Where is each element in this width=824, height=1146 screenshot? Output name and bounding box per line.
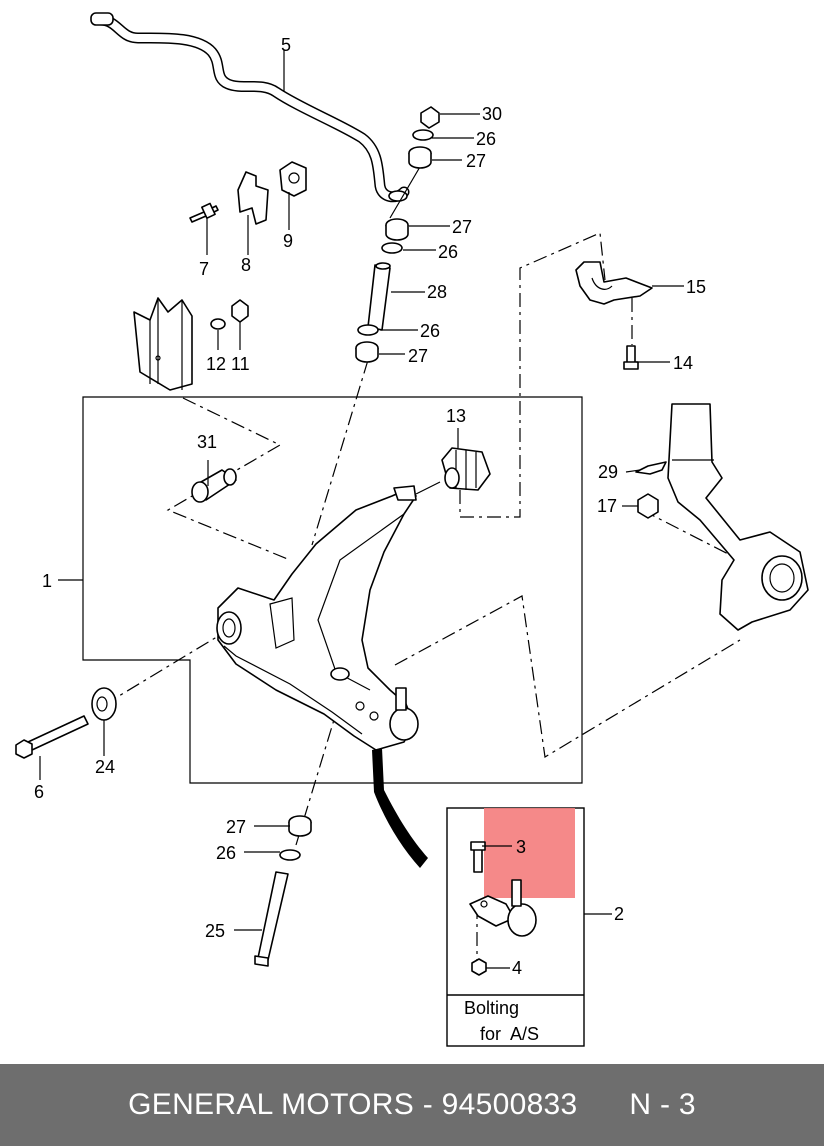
callout-11: 11 xyxy=(231,354,250,374)
callout-2: 2 xyxy=(614,904,624,924)
callout-31: 31 xyxy=(197,432,217,452)
leader-lines xyxy=(39,50,684,969)
highlight-region xyxy=(484,808,575,898)
callout-15: 15 xyxy=(686,277,706,297)
callout-26: 26 xyxy=(216,843,236,863)
link-stack xyxy=(355,106,440,363)
footer-brand: GENERAL MOTORS xyxy=(128,1088,415,1121)
callout-5: 5 xyxy=(281,35,291,55)
callout-27: 27 xyxy=(466,151,486,171)
callout-27: 27 xyxy=(452,217,472,237)
callout-6: 6 xyxy=(34,782,44,802)
callout-8: 8 xyxy=(241,255,251,275)
clamp-and-bolt xyxy=(575,261,653,370)
rear-bushing xyxy=(441,447,491,491)
callout-13: 13 xyxy=(446,406,466,426)
assembly-frame xyxy=(82,396,583,784)
footer-bar: GENERAL MOTORS - 94500833 N - 3 xyxy=(0,1064,824,1146)
callout-26: 26 xyxy=(438,242,458,262)
callout-25: 25 xyxy=(205,921,225,941)
steering-knuckle xyxy=(667,403,809,631)
callout-3: 3 xyxy=(516,837,526,857)
ball-joint-inset xyxy=(446,807,585,1047)
inset-note-line1: Bolting xyxy=(464,998,519,1018)
callout-27: 27 xyxy=(226,817,246,837)
callout-14: 14 xyxy=(673,353,693,373)
callout-24: 24 xyxy=(95,757,115,777)
callout-30: 30 xyxy=(482,104,502,124)
stabilizer-mount-parts xyxy=(189,161,307,225)
inset-note-line2: for A/S xyxy=(480,1024,539,1044)
callout-12: 12 xyxy=(206,354,226,374)
footer-text: GENERAL MOTORS - 94500833 N - 3 xyxy=(128,1088,696,1122)
lower-link-parts xyxy=(254,815,312,967)
alignment-lines xyxy=(103,232,741,960)
callout-7: 7 xyxy=(199,259,209,279)
callout-9: 9 xyxy=(283,231,293,251)
lower-control-arm xyxy=(216,481,441,751)
footer-separator: - xyxy=(422,1088,433,1121)
callout-29: 29 xyxy=(598,462,618,482)
callout-1: 1 xyxy=(42,571,52,591)
callout-26: 26 xyxy=(420,321,440,341)
callout-labels: 5 30 26 27 27 26 28 26 27 7 8 9 12 11 31… xyxy=(34,35,706,1044)
callout-17: 17 xyxy=(597,496,617,516)
nut-and-clip xyxy=(635,461,667,519)
callout-28: 28 xyxy=(427,282,447,302)
footer-index: N - 3 xyxy=(629,1088,696,1121)
front-bolt-and-bushing xyxy=(15,687,117,759)
stabilizer-bar xyxy=(90,12,410,203)
parts-diagram: 5 30 26 27 27 26 28 26 27 7 8 9 12 11 31… xyxy=(15,12,809,1047)
front-bushing xyxy=(191,468,237,503)
callout-4: 4 xyxy=(512,958,522,978)
callout-27: 27 xyxy=(408,346,428,366)
footer-part-number: 94500833 xyxy=(441,1088,578,1121)
inset-pointer xyxy=(372,748,428,868)
callout-26: 26 xyxy=(476,129,496,149)
bracket-and-hardware xyxy=(133,297,249,391)
